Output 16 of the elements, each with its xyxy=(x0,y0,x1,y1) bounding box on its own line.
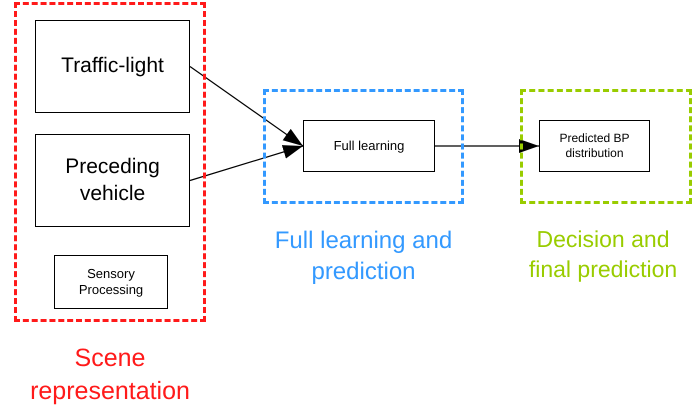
arrow xyxy=(190,66,304,146)
process-box xyxy=(35,134,190,227)
group-heading: Full learning and prediction xyxy=(274,226,454,288)
process-box xyxy=(35,20,190,113)
box-label: Full learning xyxy=(334,138,404,154)
group-heading: Scene representation xyxy=(29,343,191,406)
box-label: Sensory Processing xyxy=(78,266,144,298)
arrow xyxy=(190,145,304,182)
process-box xyxy=(539,120,650,172)
box-label: Preceding vehicle xyxy=(64,154,161,206)
group-heading: Decision and final prediction xyxy=(528,225,678,284)
arrow xyxy=(435,139,539,153)
process-box xyxy=(303,120,435,172)
process-box xyxy=(54,255,168,309)
box-label: Predicted BP distribution xyxy=(558,131,631,161)
box-label: Traffic-light xyxy=(61,53,164,80)
